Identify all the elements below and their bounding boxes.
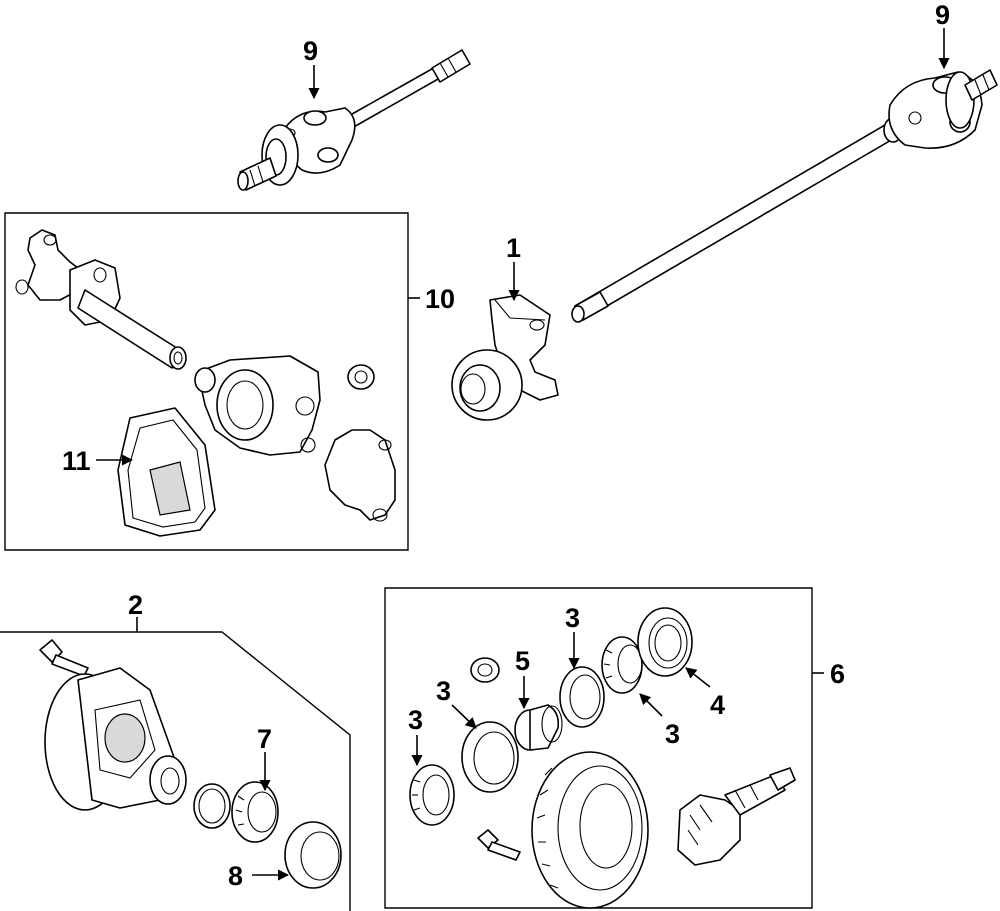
- pinion-gear[interactable]: [677, 767, 796, 866]
- pinion-washer[interactable]: [470, 657, 500, 683]
- callout-8: 8: [228, 861, 243, 891]
- ring-gear-bolt[interactable]: [39, 639, 89, 677]
- callout-5: 5: [515, 646, 530, 676]
- callout-11: 11: [62, 446, 91, 476]
- pinion-bearing-race-lower[interactable]: [461, 721, 519, 793]
- callout-3-bearing-lower: 3: [408, 705, 423, 735]
- callout-1: 1: [506, 233, 521, 263]
- callout-10: 10: [425, 284, 455, 314]
- callout-4: 4: [710, 690, 725, 720]
- callout-labels: 9 9 1 10 11 2 7 8 6 3 3 5 3 3 4: [62, 0, 950, 891]
- bearing-race[interactable]: [284, 821, 342, 889]
- ring-and-pinion-box: [384, 587, 824, 909]
- pinion-bearing-race-upper[interactable]: [559, 666, 605, 728]
- differential-cover[interactable]: [117, 407, 216, 537]
- differential-o-ring[interactable]: [193, 783, 231, 829]
- callout-6: 6: [830, 659, 845, 689]
- differential-bearing[interactable]: [231, 781, 279, 843]
- pinion-bearing-upper[interactable]: [601, 636, 643, 694]
- leader-lines: [96, 28, 950, 881]
- ring-gear-bolt-small[interactable]: [477, 829, 521, 861]
- callout-2: 2: [128, 590, 143, 620]
- callout-9-left: 9: [303, 36, 318, 66]
- collapsible-spacer[interactable]: [514, 704, 563, 751]
- callout-3-race-upper: 3: [565, 603, 580, 633]
- callout-3-race-lower: 3: [436, 676, 451, 706]
- pinion-seal[interactable]: [637, 607, 693, 677]
- pinion-bearing-lower[interactable]: [409, 764, 455, 826]
- steering-knuckle[interactable]: [451, 294, 559, 421]
- callout-3-bearing-upper: 3: [665, 719, 680, 749]
- differential-case-box: [0, 617, 351, 911]
- right-axle-shaft[interactable]: [571, 69, 998, 323]
- ring-gear[interactable]: [531, 751, 649, 909]
- callout-9-right: 9: [935, 0, 950, 30]
- axle-housing-assembly[interactable]: [15, 229, 396, 522]
- differential-case[interactable]: [44, 667, 187, 811]
- left-axle-shaft[interactable]: [237, 49, 471, 191]
- axle-housing-assembly-box: [4, 212, 420, 551]
- callout-7: 7: [257, 724, 272, 754]
